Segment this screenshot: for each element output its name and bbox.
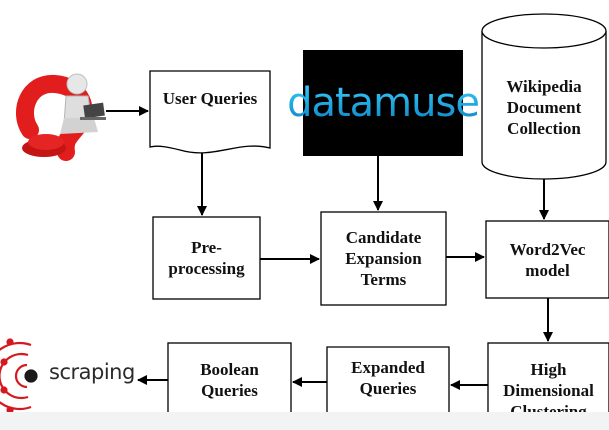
- wikipedia-label: Wikipedia Document Collection: [506, 76, 582, 138]
- user-queries-shape: [149, 70, 271, 154]
- wikipedia-database-shape: [481, 13, 607, 180]
- scraping-logo-text: scraping: [49, 360, 135, 384]
- bottom-band: [0, 412, 609, 430]
- datamuse-logo-text: datamuse: [287, 80, 480, 126]
- user-with-laptop-icon: [16, 73, 106, 161]
- candidate-terms-label: Candidate Expansion Terms: [345, 228, 422, 289]
- preprocessing-box: [152, 216, 261, 300]
- user-queries-label: User Queries: [162, 88, 258, 108]
- datamuse-logo: datamuse: [287, 50, 480, 156]
- boolean-queries-label: Boolean Queries: [200, 360, 259, 400]
- scraping-web-icon: [0, 338, 38, 414]
- expanded-queries-label: Expanded Queries: [351, 358, 425, 398]
- word2vec-box: [485, 220, 609, 299]
- candidate-terms-box: [320, 211, 447, 306]
- preprocessing-label: Pre- processing: [168, 238, 245, 278]
- word2vec-label: Word2Vec model: [509, 239, 586, 280]
